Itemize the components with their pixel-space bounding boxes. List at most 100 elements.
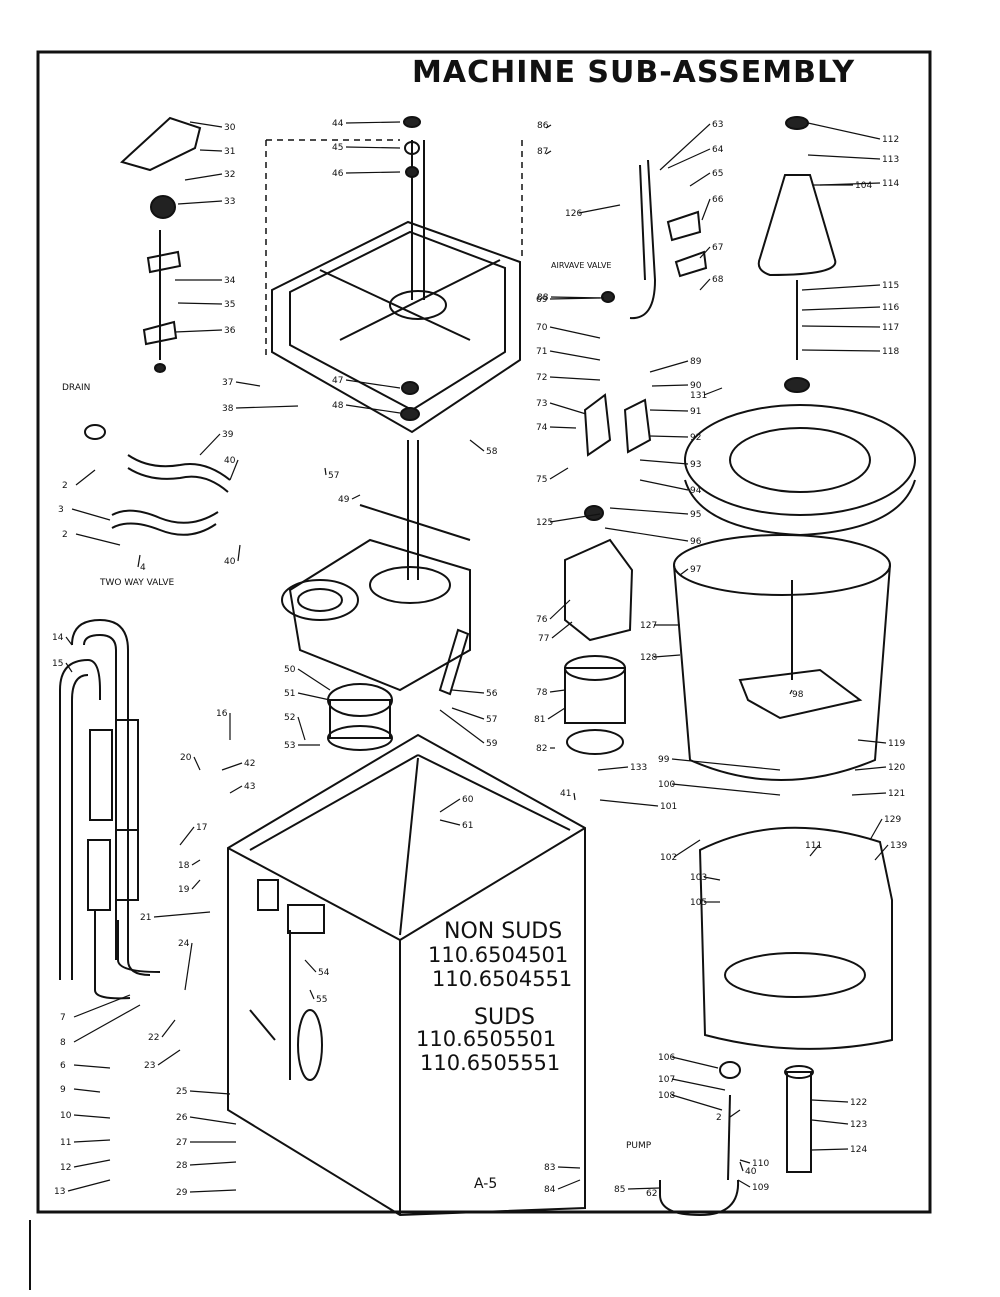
- part-label: 2: [716, 1113, 722, 1123]
- leader-line: [67, 1179, 111, 1192]
- part-label: 88: [537, 293, 549, 303]
- leader-line: [801, 284, 881, 291]
- center-right-parts: [583, 159, 708, 521]
- leader-line: [73, 994, 131, 1018]
- leader-line: [177, 200, 223, 205]
- part-label: 63: [712, 120, 723, 130]
- part-label: 108: [658, 1091, 675, 1101]
- part-label: 92: [690, 433, 701, 443]
- pump-callout: PUMP: [626, 1141, 652, 1151]
- part-label: 119: [888, 739, 905, 749]
- leader-line: [609, 507, 689, 515]
- part-label: 90: [690, 381, 702, 391]
- air-valve-callout: AIRVAVE VALVE: [551, 261, 611, 270]
- leader-line: [549, 326, 601, 339]
- part-label: 64: [712, 145, 724, 155]
- part-label: 55: [316, 995, 327, 1005]
- part-label: 126: [565, 209, 582, 219]
- leader-line: [161, 1019, 176, 1038]
- leader-line: [73, 1064, 111, 1069]
- part-label: 3: [58, 505, 64, 515]
- leader-line: [345, 379, 401, 389]
- hoses-left: [59, 618, 161, 1000]
- part-label: 56: [486, 689, 498, 699]
- part-label: 21: [140, 913, 151, 923]
- leader-line: [699, 246, 711, 259]
- leader-line: [703, 876, 721, 881]
- leader-line: [667, 148, 711, 169]
- part-label: 86: [537, 121, 549, 131]
- model-block: NON SUDS 110.6504501 110.6504551 SUDS 11…: [416, 919, 572, 1075]
- diagram-title: MACHINE SUB-ASSEMBLY: [412, 55, 855, 90]
- leader-line: [73, 1088, 101, 1093]
- part-label: 44: [332, 119, 344, 129]
- part-label: 40: [224, 557, 236, 567]
- leader-line: [653, 654, 681, 658]
- part-label: 16: [216, 709, 228, 719]
- part-label: 52: [284, 713, 295, 723]
- part-label: 54: [318, 968, 330, 978]
- leader-line: [184, 942, 193, 991]
- part-label: 39: [222, 430, 234, 440]
- leader-line: [557, 1166, 581, 1169]
- leader-line: [345, 171, 401, 174]
- part-label: 36: [224, 326, 236, 336]
- part-label: 58: [486, 447, 498, 457]
- leader-line: [451, 707, 485, 720]
- leader-line: [73, 1114, 111, 1119]
- leader-line: [737, 1179, 751, 1188]
- base-plate: [271, 116, 521, 434]
- leader-line: [65, 662, 73, 673]
- leader-line: [304, 959, 317, 973]
- leader-line: [811, 1099, 849, 1103]
- leader-line: [789, 689, 793, 695]
- leader-line: [671, 1094, 723, 1111]
- drain-hose-parts: [84, 424, 231, 536]
- part-label: 17: [196, 823, 207, 833]
- leader-line: [189, 1116, 237, 1125]
- part-label: 33: [224, 197, 235, 207]
- leader-line: [671, 1056, 719, 1069]
- part-label: 57: [486, 715, 497, 725]
- part-label: 45: [332, 143, 343, 153]
- part-label: 29: [176, 1188, 188, 1198]
- leader-line: [235, 381, 261, 387]
- part-label: 35: [224, 300, 235, 310]
- transmission-assembly: [281, 440, 471, 696]
- leader-line: [627, 1187, 661, 1190]
- part-label: 113: [882, 155, 899, 165]
- part-label: 77: [538, 634, 549, 644]
- part-label: 122: [850, 1098, 867, 1108]
- leader-line: [237, 544, 241, 562]
- tub-ring: [684, 404, 916, 537]
- leader-line: [857, 739, 887, 744]
- leader-line: [73, 1004, 141, 1043]
- leader-line: [549, 599, 571, 620]
- part-label: 69: [536, 295, 548, 305]
- part-label: 127: [640, 621, 657, 631]
- leader-line: [729, 1109, 741, 1118]
- leader-line: [193, 756, 201, 771]
- leader-line: [297, 692, 331, 701]
- part-label: 104: [855, 181, 872, 191]
- part-label: 85: [614, 1185, 625, 1195]
- part-label: 10: [60, 1111, 72, 1121]
- non-suds-label: NON SUDS: [444, 919, 562, 944]
- part-label: 20: [180, 753, 192, 763]
- part-label: 112: [882, 135, 899, 145]
- part-label: 48: [332, 401, 344, 411]
- part-label: 61: [462, 821, 473, 831]
- leader-lines: [65, 121, 889, 1193]
- part-label: 43: [244, 782, 255, 792]
- leader-line: [739, 1161, 744, 1172]
- leader-line: [578, 204, 621, 214]
- outer-tub: [698, 826, 893, 1050]
- leader-line: [809, 844, 820, 857]
- part-label: 14: [52, 633, 64, 643]
- suds-model-2: 110.6505551: [420, 1051, 560, 1075]
- leader-line: [671, 1078, 726, 1091]
- leader-line: [184, 173, 223, 181]
- part-label: 101: [660, 802, 677, 812]
